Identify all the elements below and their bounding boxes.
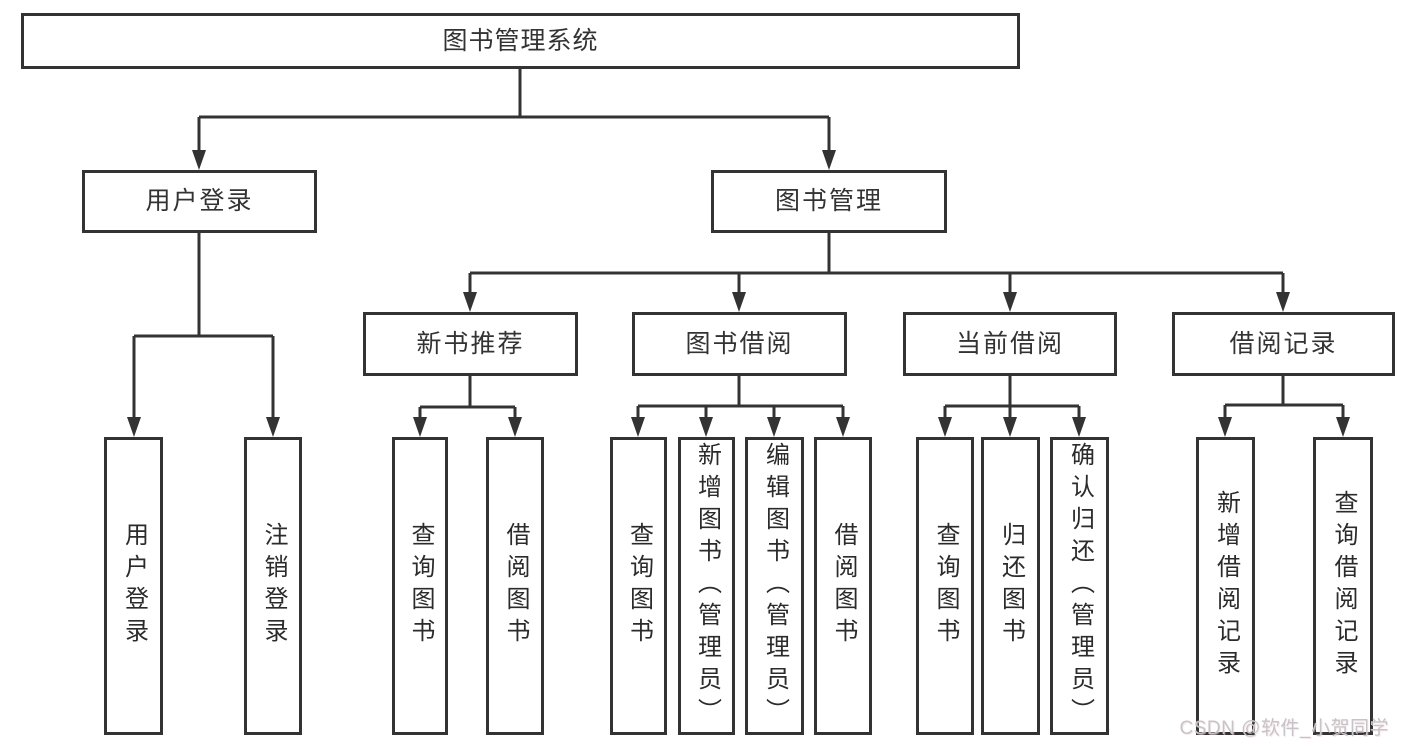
node-library-system-root: 图书管理系统: [21, 13, 1020, 69]
leaf-query-books-borrow: 查询图书: [610, 437, 667, 735]
arrowhead-icon: [1003, 292, 1017, 312]
arrowhead-icon: [1072, 417, 1086, 437]
arrowhead-icon: [413, 417, 427, 437]
arrowhead-icon: [1218, 417, 1232, 437]
leaf-user-login: 用户登录: [104, 437, 163, 735]
node-current-borrow: 当前借阅: [903, 312, 1117, 376]
arrowhead-icon: [938, 417, 952, 437]
leaf-logout: 注销登录: [244, 437, 302, 735]
arrowhead-icon: [631, 417, 645, 437]
arrowhead-icon: [699, 417, 713, 437]
connector-book-mgmt-to-sections: [468, 233, 1285, 294]
arrowhead-icon: [836, 417, 850, 437]
arrowhead-icon: [127, 417, 141, 437]
leaf-return-book: 归还图书: [981, 437, 1040, 735]
leaf-query-books-current: 查询图书: [916, 437, 974, 735]
arrowhead-icon: [767, 417, 781, 437]
leaf-confirm-return-admin: 确认归还（管理员）: [1050, 437, 1109, 735]
arrowhead-icon: [508, 417, 522, 437]
node-book-borrow: 图书借阅: [632, 312, 847, 376]
arrowhead-icon: [463, 292, 477, 312]
node-new-book-recommend: 新书推荐: [363, 312, 578, 376]
leaf-borrow-books-recommend: 借阅图书: [486, 437, 544, 735]
node-user-login-branch: 用户登录: [82, 170, 317, 233]
arrowhead-icon: [1003, 417, 1017, 437]
arrowhead-icon: [1276, 292, 1290, 312]
connector-borrow-records-to-leaves: [1223, 376, 1345, 420]
connector-current-borrow-to-leaves: [943, 376, 1081, 420]
leaf-query-books-recommend: 查询图书: [392, 437, 448, 735]
leaf-edit-book-admin: 编辑图书（管理员）: [745, 437, 804, 735]
arrowhead-icon: [192, 150, 206, 170]
csdn-watermark: CSDN @软件_小贺同学: [1179, 718, 1389, 739]
leaf-query-borrow-record: 查询借阅记录: [1313, 437, 1373, 735]
connector-book-borrow-to-leaves: [636, 376, 845, 420]
arrowhead-icon: [266, 417, 280, 437]
node-borrow-records: 借阅记录: [1172, 312, 1395, 376]
leaf-add-book-admin: 新增图书（管理员）: [678, 437, 735, 735]
connector-root-to-level2: [197, 69, 831, 152]
arrowhead-icon: [1336, 417, 1350, 437]
connector-new-book-to-leaves: [418, 376, 517, 420]
leaf-borrow-books: 借阅图书: [814, 437, 872, 735]
connector-user-login-to-leaves: [132, 233, 275, 420]
node-book-management-branch: 图书管理: [711, 170, 947, 233]
arrowhead-icon: [822, 150, 836, 170]
arrowhead-icon: [732, 292, 746, 312]
leaf-add-borrow-record: 新增借阅记录: [1196, 437, 1255, 735]
